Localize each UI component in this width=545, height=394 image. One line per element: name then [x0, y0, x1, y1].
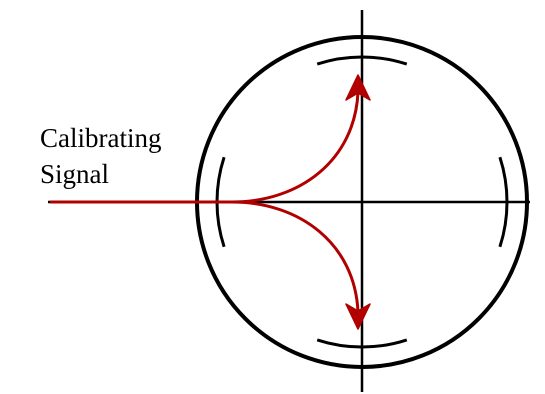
arc-bottom [316, 338, 408, 349]
label-line-calibrating: Calibrating [40, 123, 161, 153]
arc-right [498, 156, 509, 248]
arc-top [316, 55, 408, 66]
arrowhead-up [345, 74, 371, 101]
arrowhead-down [345, 303, 371, 330]
signal-curve-up [231, 91, 360, 204]
signal-path [50, 74, 371, 330]
label-line-signal: Signal [40, 159, 109, 189]
signal-curve-down [231, 200, 360, 313]
